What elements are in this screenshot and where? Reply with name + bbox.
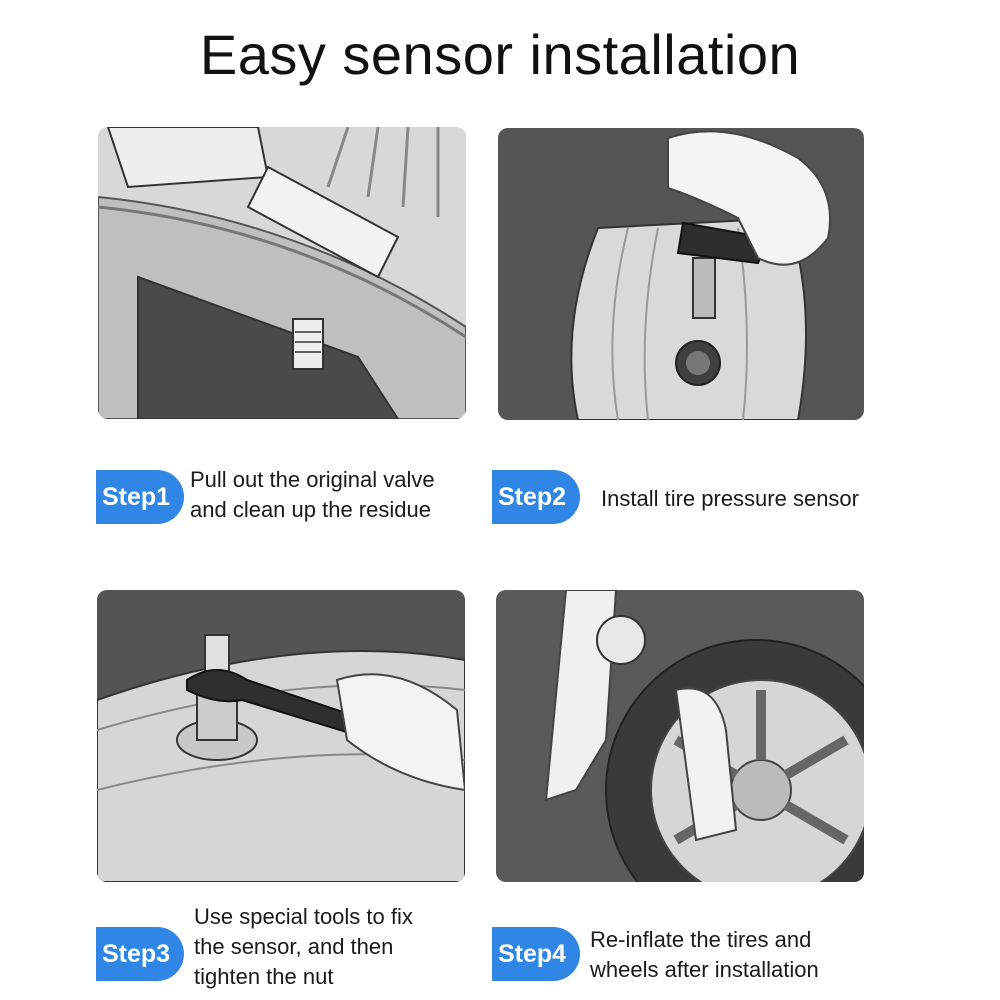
nut-tightening-illustration — [97, 590, 465, 882]
step4-description: Re-inflate the tires and wheels after in… — [590, 925, 819, 985]
step3-line1: Use special tools to fix — [194, 904, 413, 929]
step3-description: Use special tools to fix the sensor, and… — [194, 902, 413, 992]
step3-line3: tighten the nut — [194, 964, 334, 989]
step1-line2: and clean up the residue — [190, 497, 431, 522]
step1-line1: Pull out the original valve — [190, 467, 435, 492]
step3-badge: Step3 — [96, 927, 184, 981]
step2-badge: Step2 — [492, 470, 580, 524]
step2-description: Install tire pressure sensor — [601, 484, 859, 514]
step1-description: Pull out the original valve and clean up… — [190, 465, 435, 525]
step3-line2: the sensor, and then — [194, 934, 394, 959]
step1-badge: Step1 — [96, 470, 184, 524]
step2-line1: Install tire pressure sensor — [601, 486, 859, 511]
step4-badge: Step4 — [492, 927, 580, 981]
illustration-step2 — [498, 128, 864, 420]
sensor-install-illustration — [498, 128, 864, 420]
illustration-step3 — [97, 590, 465, 882]
step4-line1: Re-inflate the tires and — [590, 927, 812, 952]
illustration-step1 — [98, 127, 466, 419]
step4-line2: wheels after installation — [590, 957, 819, 982]
valve-removal-illustration — [98, 127, 466, 419]
illustration-step4 — [496, 590, 864, 882]
tire-inflation-illustration — [496, 590, 864, 882]
page-title: Easy sensor installation — [199, 23, 801, 86]
